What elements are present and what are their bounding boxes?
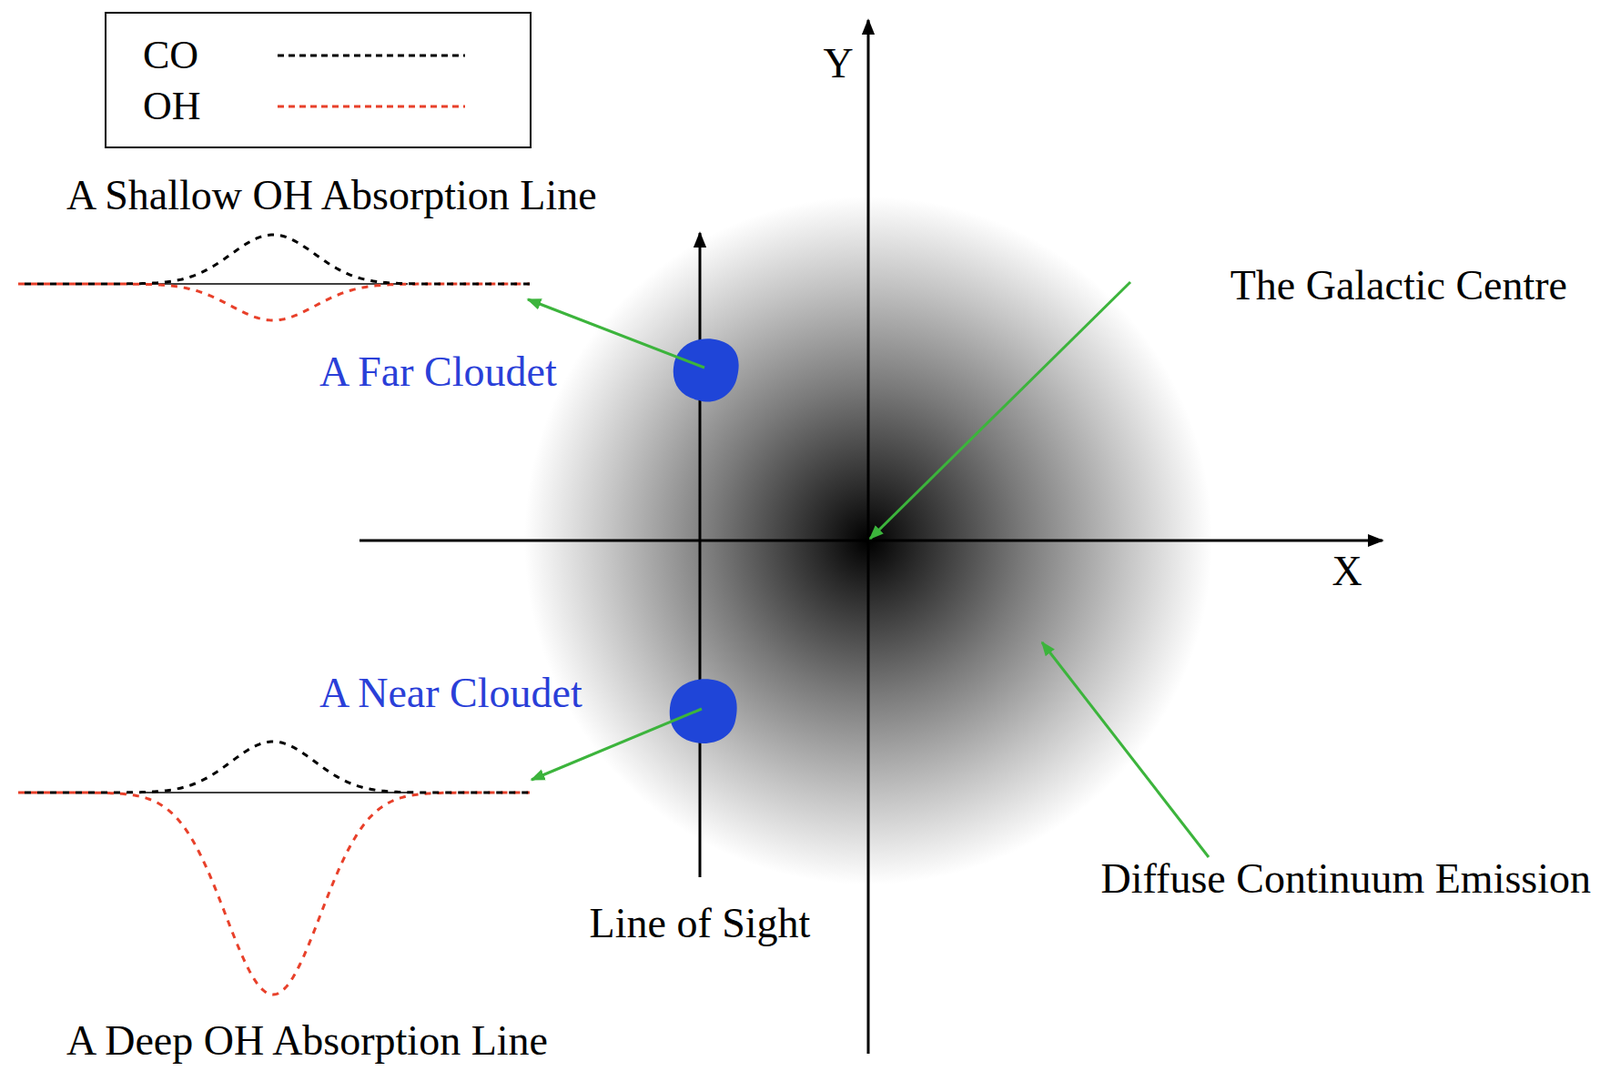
y-axis	[867, 20, 871, 1054]
spectrum-title: A Shallow OH Absorption Line	[66, 172, 598, 220]
cloudet-label: A Far Cloudet	[319, 349, 557, 396]
axis-label: X	[1331, 548, 1362, 596]
sight-label: Line of Sight	[589, 901, 811, 948]
legend-entry: OH	[106, 82, 530, 131]
legend-text: CO	[142, 33, 199, 78]
legend-entry: CO	[106, 31, 530, 80]
legend-text: OH	[142, 84, 202, 129]
near-cloudet	[669, 678, 738, 744]
leader-line	[1042, 642, 1209, 858]
axis-label: Y	[822, 40, 853, 88]
oh-profile	[18, 792, 530, 995]
leader-line	[531, 708, 702, 780]
callout-label: Diffuse Continuum Emission	[1101, 856, 1591, 903]
co-profile	[18, 234, 530, 284]
sight-line	[698, 232, 702, 878]
cloudet-label: A Near Cloudet	[319, 670, 583, 718]
dashed-sample	[277, 54, 466, 58]
legend-sample	[275, 31, 467, 80]
co-profile	[18, 741, 530, 793]
spectrum-title: A Deep OH Absorption Line	[66, 1018, 548, 1065]
legend-box: CO OH	[104, 11, 532, 149]
baseline	[142, 791, 408, 794]
far-cloudet	[673, 338, 740, 402]
oh-profile	[18, 283, 530, 321]
leader-line	[870, 282, 1131, 539]
baseline	[142, 283, 408, 285]
dashed-sample	[277, 105, 466, 109]
callout-label: The Galactic Centre	[1230, 263, 1568, 310]
legend-sample	[275, 82, 467, 131]
